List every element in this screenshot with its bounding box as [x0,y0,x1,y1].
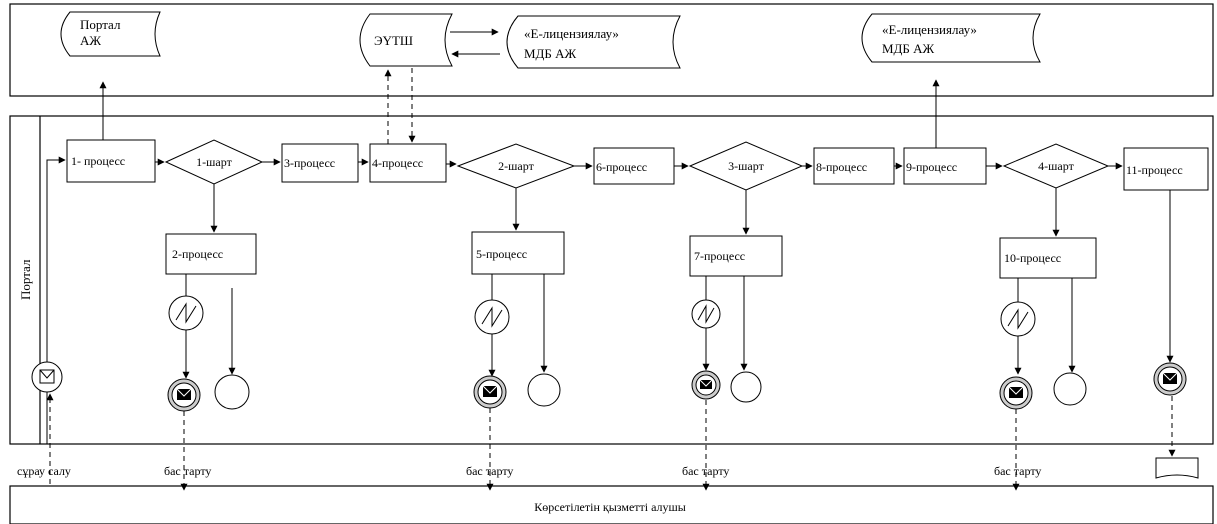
elicense-left-line1: «Е-лицензиялау» [524,26,619,41]
message-send-icon [691,370,721,400]
condition-label-4: 4-шарт [1038,159,1074,173]
process-box-2 [165,233,257,275]
lane-label-portal: Портал [18,259,33,300]
timer-event-icon [1000,301,1036,337]
svg-text:МДБ АЖ: МДБ АЖ [882,41,935,56]
process-label-3: 3-процесс [284,156,335,170]
process-label-5: 5-процесс [476,247,527,261]
request-label: сұрау салу [17,464,71,478]
process-label-10: 10-процесс [1004,251,1061,265]
process-label-4: 4-процесс [372,156,423,170]
portal-system-line1: Портал [80,17,121,32]
refusal-label-4: бас тарту [994,464,1041,478]
data-store-elicense-left: «Е-лицензиялау» МДБ АЖ [506,15,681,69]
end-event-icon [730,371,762,403]
end-event-icon [1053,372,1087,406]
elicense-left-line2: МДБ АЖ [524,46,577,61]
elicense-right-line2: МДБ АЖ [882,41,935,56]
timer-event-icon [474,299,510,335]
svg-text:«Е-лицензиялау»: «Е-лицензиялау» [524,26,619,41]
refusal-label-2: бас тарту [466,464,513,478]
process-box-1 [66,139,156,183]
data-store-eutsh: ЭҮТШ [359,13,453,67]
service-receiver-lane [9,485,1214,524]
refusal-label-3: бас тарту [682,464,729,478]
document-icon [1155,457,1199,479]
message-send-icon [1153,362,1187,396]
process-label-8: 8-процесс [816,160,867,174]
process-box-9 [903,147,987,185]
eutsh-label: ЭҮТШ [374,33,413,48]
process-box-7 [689,235,783,277]
refusal-label-1: бас тарту [164,464,211,478]
condition-label-3: 3-шарт [728,159,764,173]
message-send-icon [167,378,201,412]
svg-text:Портал: Портал [80,17,121,32]
end-event-icon [527,373,561,407]
process-label-1: 1- процесс [71,154,125,168]
message-send-icon [999,376,1033,410]
process-label-2: 2-процесс [172,247,223,261]
service-receiver-label: Көрсетілетін қызметті алушы [534,500,686,514]
end-event-icon [214,374,250,410]
elicense-right-line1: «Е-лицензиялау» [882,22,977,37]
process-box-5 [471,231,565,275]
process-label-7: 7-процесс [694,249,745,263]
svg-text:АЖ: АЖ [80,33,101,48]
svg-text:МДБ АЖ: МДБ АЖ [524,46,577,61]
process-label-11: 11-процесс [1126,163,1183,177]
data-store-elicense-right: «Е-лицензиялау» МДБ АЖ [861,13,1041,63]
process-box-11 [1123,147,1209,191]
svg-text:«Е-лицензиялау»: «Е-лицензиялау» [882,22,977,37]
portal-system-line2: АЖ [80,33,101,48]
systems-band [9,3,1214,97]
process-label-6: 6-процесс [596,160,647,174]
message-send-icon [473,375,507,409]
start-message-icon [31,361,63,393]
timer-event-icon [168,295,204,331]
process-label-9: 9-процесс [906,160,957,174]
process-box-4 [369,143,447,183]
condition-label-2: 2-шарт [498,159,534,173]
process-box-3 [281,143,359,183]
process-box-10 [999,237,1097,279]
process-box-8 [813,147,895,185]
condition-label-1: 1-шарт [196,155,232,169]
data-store-portal: Портал АЖ [60,11,161,57]
timer-event-icon [691,299,721,329]
portal-lane [9,115,1214,445]
